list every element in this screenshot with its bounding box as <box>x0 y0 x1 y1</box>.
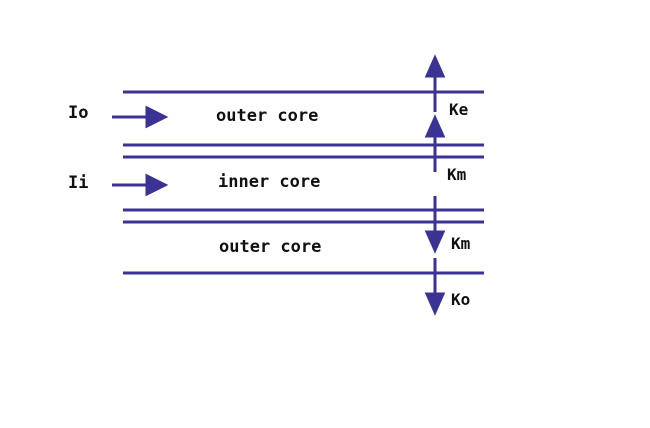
km-lower-arrow <box>424 196 446 254</box>
io-arrow <box>112 105 169 129</box>
ko-arrow <box>424 258 446 316</box>
ke-arrow <box>424 54 446 112</box>
outer-core-bottom-label: outer core <box>219 237 321 257</box>
ii-arrow <box>112 173 169 197</box>
current-arrows <box>112 105 169 197</box>
ii-label: Ii <box>68 173 88 193</box>
inner-core-label: inner core <box>218 172 320 192</box>
boundary-lines <box>123 90 484 275</box>
km-lower-label: Km <box>451 234 471 253</box>
km-upper-arrow <box>424 114 446 172</box>
ko-label: Ko <box>451 290 470 309</box>
io-label: Io <box>68 103 88 123</box>
ke-label: Ke <box>449 100 468 119</box>
outer-core-top-label: outer core <box>216 106 318 126</box>
km-upper-label: Km <box>447 165 467 184</box>
vertical-arrows <box>424 54 446 316</box>
